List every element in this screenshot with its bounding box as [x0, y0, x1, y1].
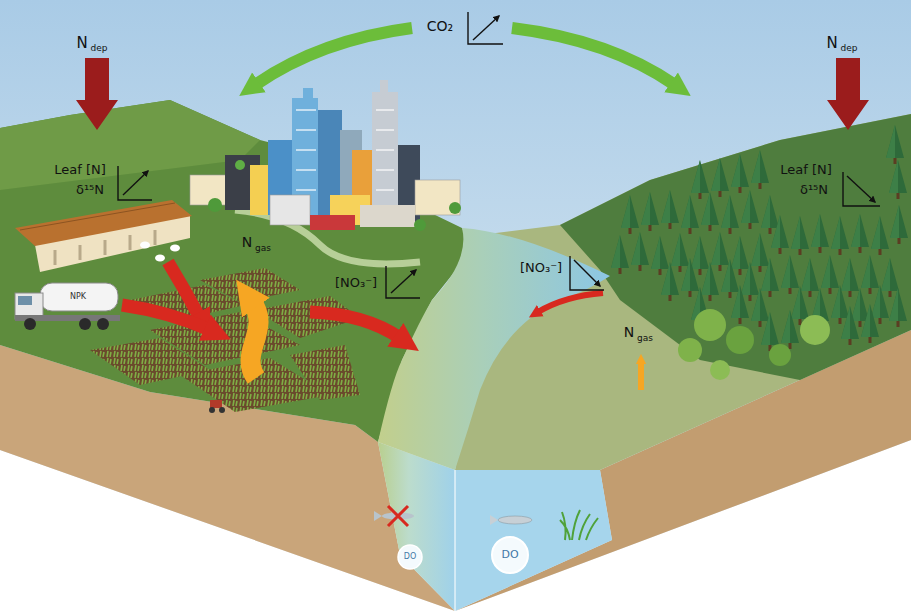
fertilizer-truck: [15, 283, 120, 330]
nutrient-symbol: N: [826, 35, 837, 52]
isotope-label: δ¹⁵N: [76, 183, 104, 197]
gas-formula: CO₂: [427, 19, 453, 34]
oxygen-label: DO: [501, 549, 518, 561]
nitrate-label: [NO₃⁻]: [520, 261, 562, 275]
measure-label: Leaf [N]: [54, 163, 106, 177]
trend-symbol: [118, 12, 880, 298]
water-section: [378, 442, 455, 611]
edge-line: [454, 470, 456, 611]
flux-arrows: [76, 28, 869, 390]
nutrient-symbol: N: [624, 325, 634, 340]
subscript: dep: [841, 44, 858, 54]
stream-life: [374, 506, 598, 573]
water-section: [455, 470, 612, 611]
isotope-label: δ¹⁵N: [800, 183, 828, 197]
nutrient-symbol: N: [76, 35, 87, 52]
forest: [611, 125, 908, 380]
nutrient-symbol: N: [242, 235, 252, 250]
oxygen-label: DO: [404, 553, 416, 562]
subscript: gas: [255, 244, 271, 254]
crop-field: [90, 268, 360, 413]
city: [190, 80, 461, 231]
subscript: gas: [637, 334, 653, 344]
nitrate-label: [NO₃⁻]: [335, 276, 377, 290]
forest-floor: [560, 114, 911, 380]
subscript: dep: [91, 44, 108, 54]
measure-label: Leaf [N]: [780, 163, 832, 177]
barn: [15, 200, 192, 272]
brand-text: NPK: [70, 293, 86, 302]
